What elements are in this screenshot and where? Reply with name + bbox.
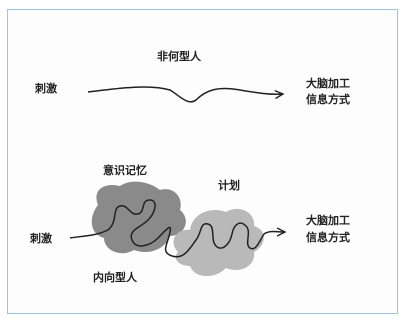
top-title: 非何型人: [157, 49, 202, 63]
bottom-output-line2: 信息方式: [306, 230, 350, 244]
memory-blob: [91, 181, 186, 254]
top-output-line1: 大脑加工: [306, 76, 350, 90]
introvert-label: 内向型人: [93, 270, 138, 284]
bottom-output-line1: 大脑加工: [306, 213, 350, 227]
plan-label: 计划: [218, 178, 240, 192]
memory-label: 意识记忆: [103, 163, 147, 177]
top-output-line2: 信息方式: [306, 92, 350, 106]
bottom-stimulus-label: 刺激: [29, 231, 52, 245]
top-flow-arrow: [87, 86, 283, 103]
top-stimulus-label: 刺激: [34, 81, 57, 95]
plan-blob: [173, 208, 264, 277]
inner-flow-arrow: [69, 199, 285, 258]
